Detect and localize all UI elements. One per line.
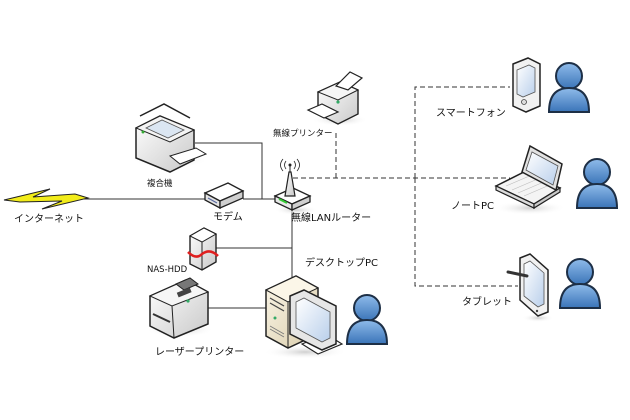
user-icon	[575, 158, 619, 209]
lightning-bolt-icon	[3, 188, 90, 210]
user-icon	[558, 258, 602, 309]
label-smartphone: スマートフォン	[436, 108, 506, 119]
laser-printer-icon[interactable]	[146, 277, 214, 339]
wireless-links	[293, 86, 518, 287]
smartphone-icon[interactable]	[512, 57, 541, 113]
wireless-router-icon[interactable]	[273, 158, 318, 215]
label-router: 無線LANルーター	[291, 213, 372, 224]
wired-links	[75, 142, 293, 309]
user-icon	[345, 294, 389, 345]
label-nas: NAS-HDD	[147, 265, 188, 275]
modem-icon[interactable]	[203, 182, 245, 210]
link-to-smartphone	[414, 86, 510, 178]
label-laser-printer: レーザープリンター	[155, 347, 245, 358]
label-notebook: ノートPC	[451, 201, 495, 212]
label-tablet: タブレット	[462, 297, 512, 308]
label-modem: モデム	[213, 212, 243, 223]
multifunction-printer-icon[interactable]	[132, 103, 208, 173]
label-mfp: 複合機	[147, 179, 173, 189]
printer-icon[interactable]	[306, 71, 368, 126]
desktop-pc-icon[interactable]	[263, 275, 347, 359]
label-wireless-printer: 無線プリンター	[273, 129, 333, 139]
link-to-tablet	[414, 178, 518, 287]
link-mfp-router	[195, 142, 263, 199]
nas-hdd-icon[interactable]	[187, 227, 219, 271]
laptop-icon[interactable]	[494, 144, 566, 215]
user-icon	[547, 62, 591, 113]
label-desktop: デスクトップPC	[305, 258, 379, 269]
tablet-icon[interactable]	[506, 253, 554, 322]
label-internet: インターネット	[14, 214, 84, 225]
